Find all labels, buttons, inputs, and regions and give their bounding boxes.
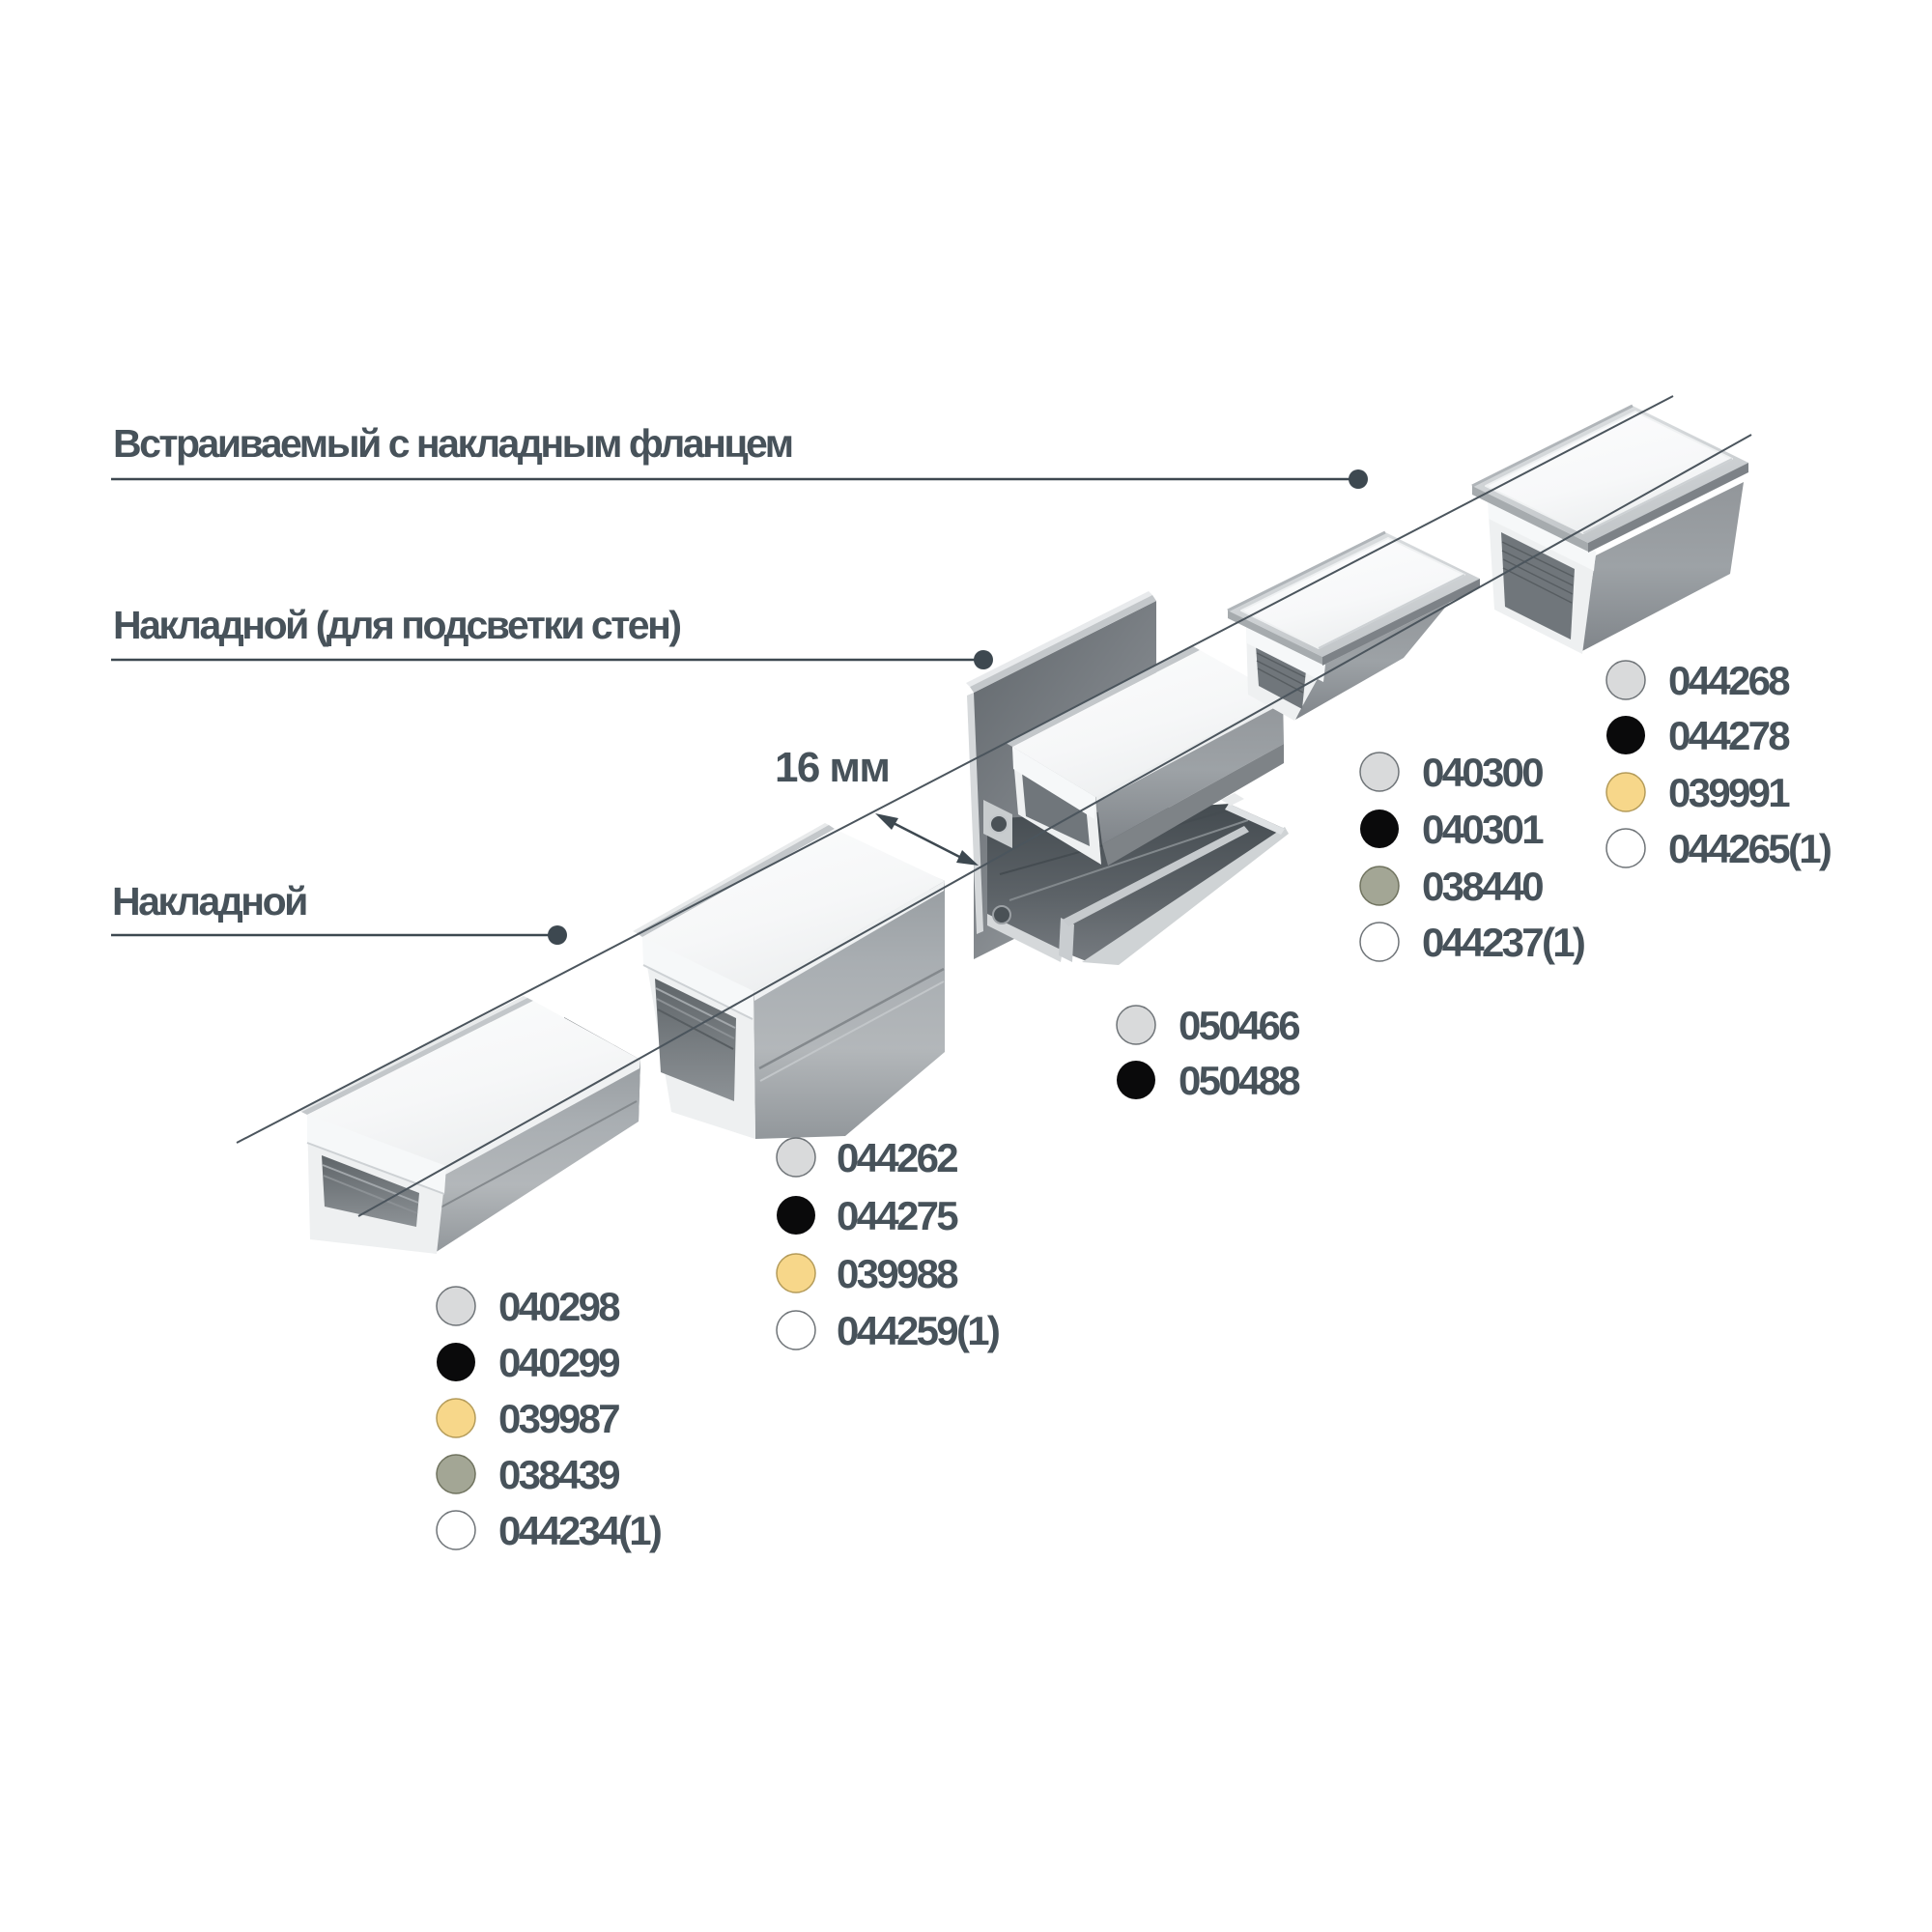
svg-text:039987: 039987 <box>498 1396 619 1441</box>
svg-text:044262: 044262 <box>837 1135 957 1180</box>
svg-text:044278: 044278 <box>1668 713 1790 758</box>
svg-text:040300: 040300 <box>1422 750 1543 795</box>
svg-text:040299: 040299 <box>498 1340 619 1385</box>
svg-text:044268: 044268 <box>1668 658 1790 703</box>
svg-text:Накладной (для подсветки стен): Накладной (для подсветки стен) <box>113 603 680 647</box>
svg-text:040298: 040298 <box>498 1284 620 1329</box>
svg-text:050488: 050488 <box>1179 1058 1300 1103</box>
svg-text:038439: 038439 <box>498 1452 619 1497</box>
svg-text:040301: 040301 <box>1422 807 1544 852</box>
svg-text:039988: 039988 <box>837 1251 958 1296</box>
svg-text:Накладной: Накладной <box>112 879 306 923</box>
svg-text:044237(1): 044237(1) <box>1422 920 1584 965</box>
svg-text:038440: 038440 <box>1422 864 1543 909</box>
svg-text:16 мм: 16 мм <box>775 744 889 791</box>
svg-text:044275: 044275 <box>837 1193 958 1238</box>
svg-text:039991: 039991 <box>1668 770 1790 815</box>
svg-text:Встраиваемый с накладным фланц: Встраиваемый с накладным фланцем <box>113 421 792 466</box>
svg-text:050466: 050466 <box>1179 1003 1299 1048</box>
svg-text:044265(1): 044265(1) <box>1668 826 1831 871</box>
svg-text:044259(1): 044259(1) <box>837 1308 999 1353</box>
svg-text:044234(1): 044234(1) <box>498 1508 661 1553</box>
